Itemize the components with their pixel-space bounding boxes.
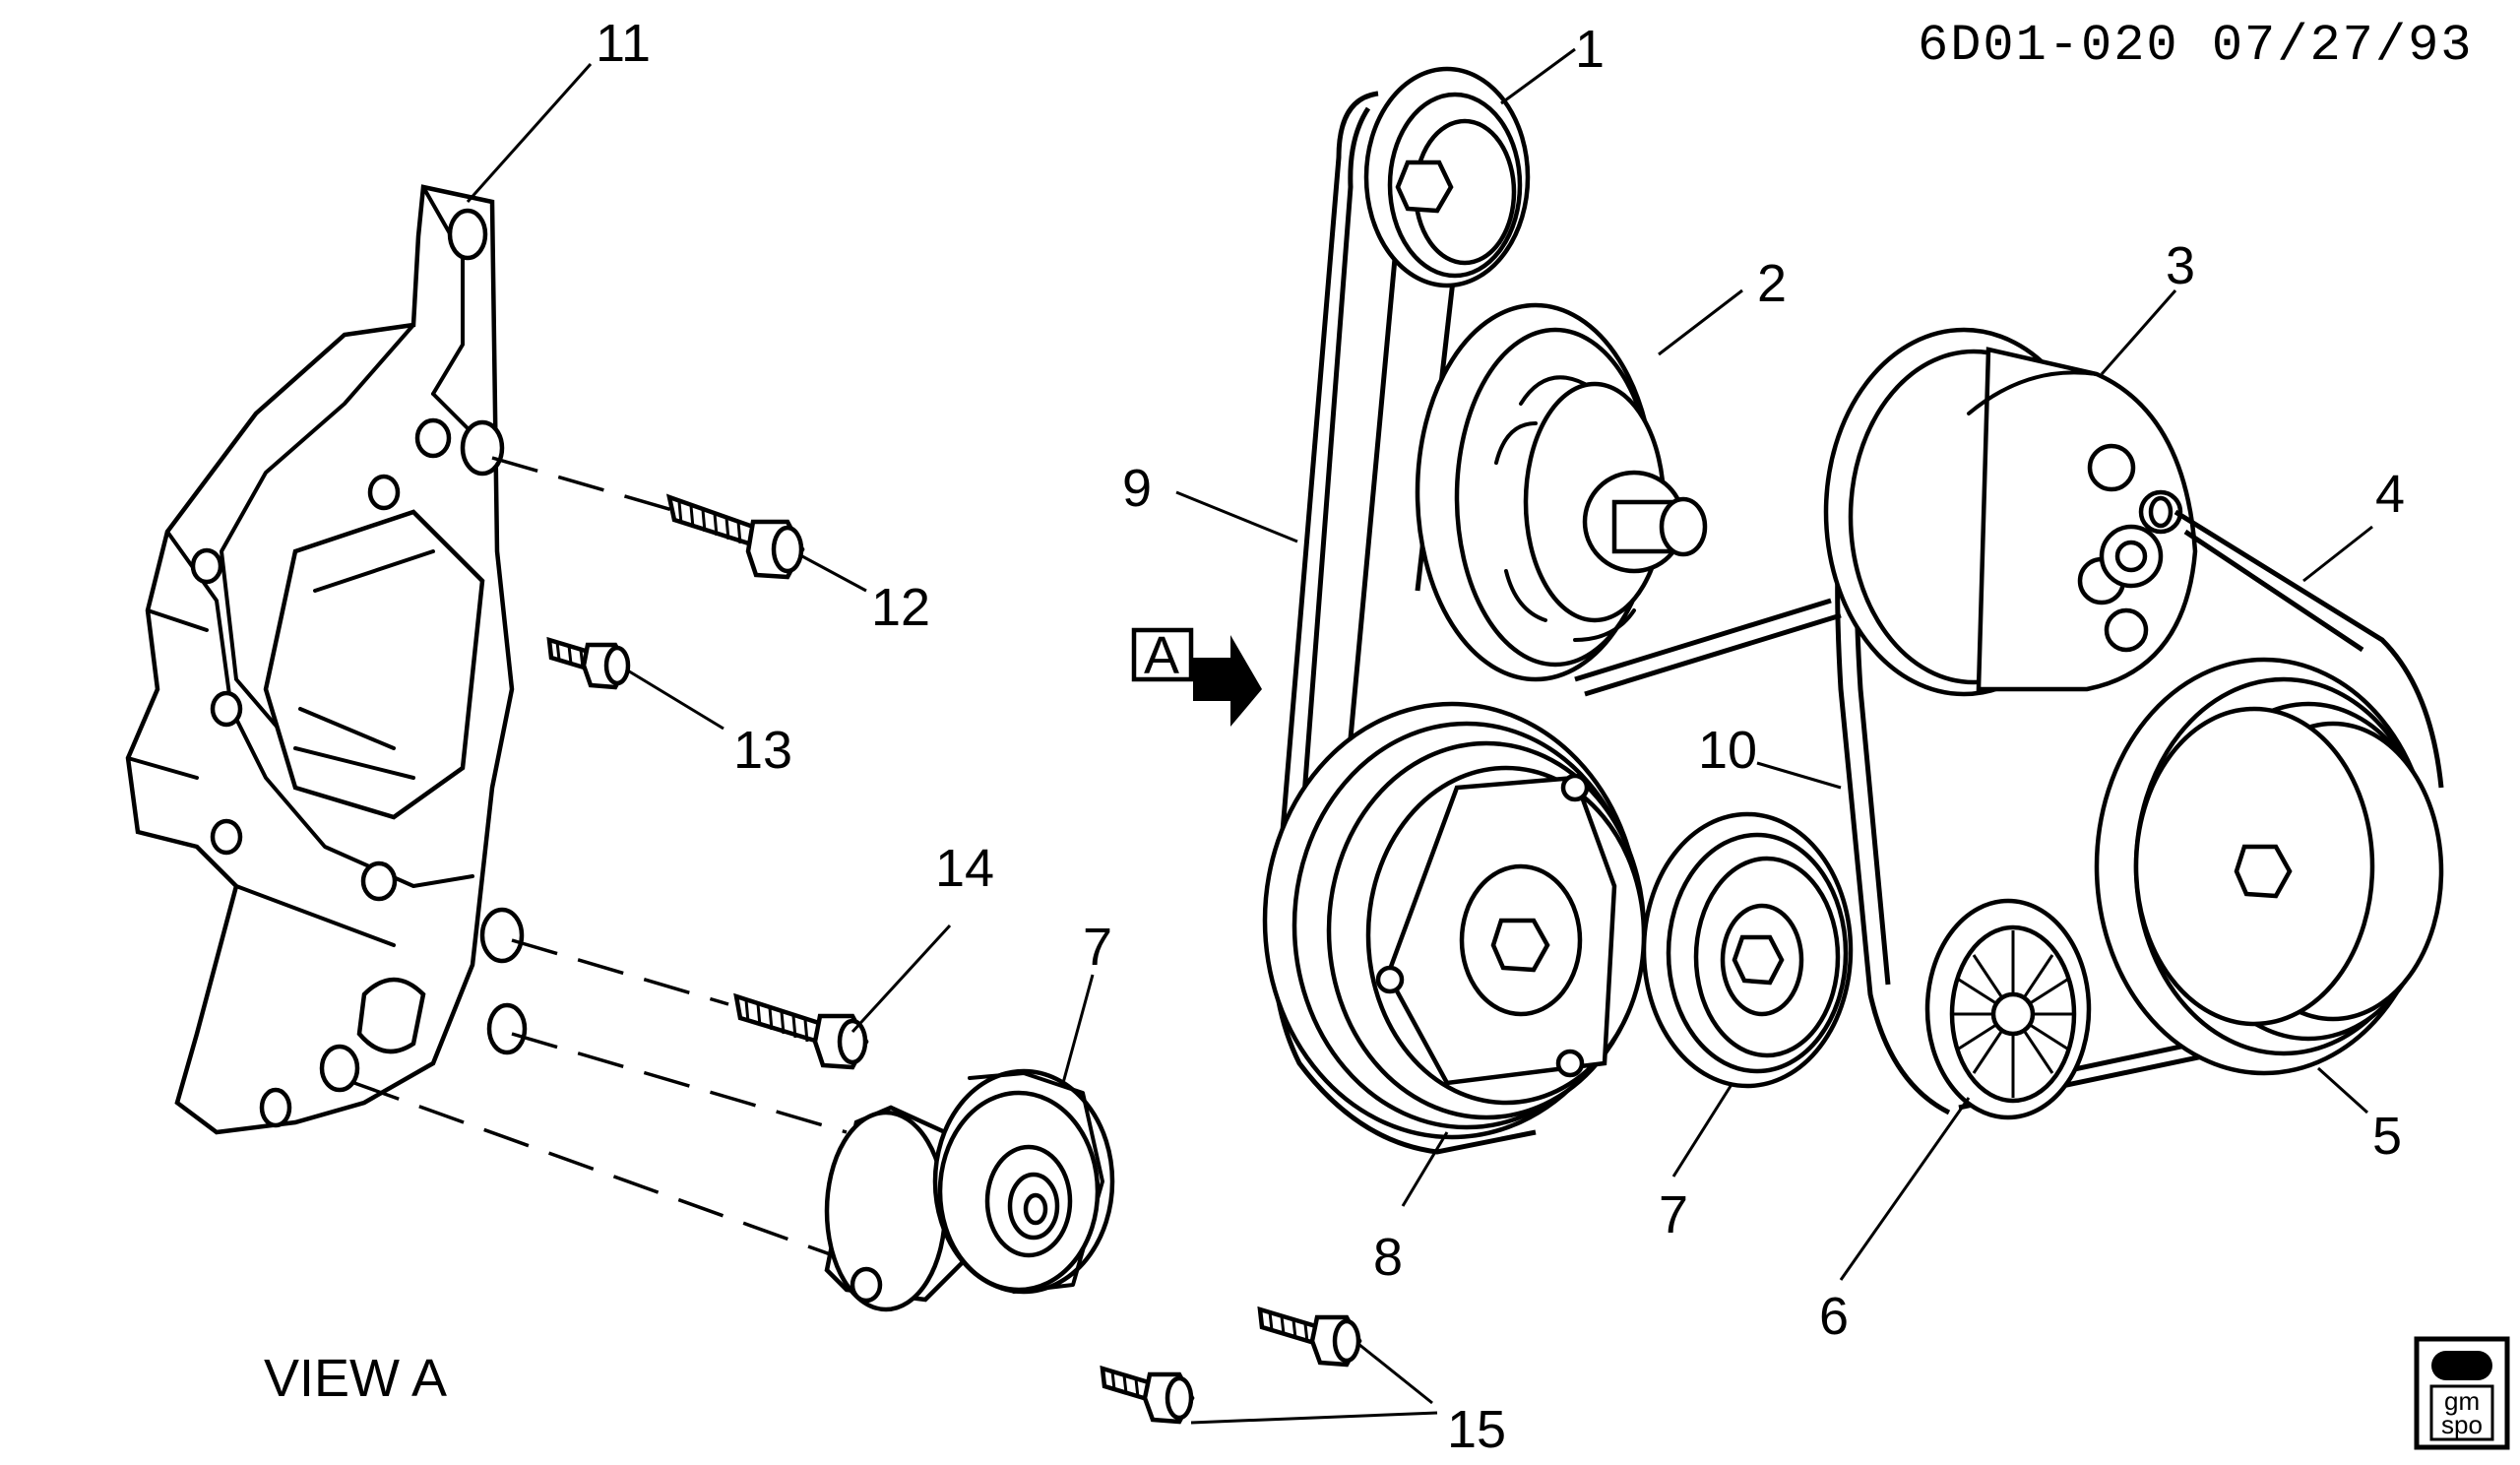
idler-pulley-7: [1641, 811, 1854, 1089]
logo-spo: spo: [2441, 1410, 2483, 1439]
ac-compressor-pulley-3: [1823, 327, 2198, 697]
callout-15: 15: [1447, 1400, 1506, 1459]
callout-12: 12: [871, 578, 930, 637]
belt-4: [2174, 509, 2444, 789]
bolt-12: [665, 493, 805, 580]
crankshaft-pulley-5: [2094, 657, 2444, 1076]
callout-8: 8: [1373, 1228, 1403, 1287]
logo-gm: gm: [2444, 1386, 2480, 1416]
callout-4: 4: [2375, 465, 2405, 524]
callout-7-right: 7: [1659, 1185, 1688, 1244]
callout-7-left: 7: [1083, 918, 1112, 977]
view-a-label: VIEW A: [264, 1349, 447, 1408]
tensioner-assembly: [824, 1068, 1115, 1312]
callout-10: 10: [1698, 721, 1757, 780]
view-a-marker-letter: A: [1144, 626, 1179, 685]
power-steering-pulley-2: [1415, 302, 1708, 682]
bolt-15-upper: [1257, 1306, 1362, 1368]
bolt-15-lower: [1100, 1365, 1195, 1425]
callout-5: 5: [2372, 1107, 2402, 1166]
spoked-pulley-6: [1924, 898, 2092, 1120]
bolt-13: [546, 636, 631, 690]
callout-9: 9: [1122, 459, 1152, 518]
leader-lines: [466, 47, 2373, 1425]
callout-14: 14: [935, 839, 994, 898]
bolt-14: [733, 992, 869, 1070]
view-a-arrow: A: [1131, 626, 1262, 727]
callout-1: 1: [1575, 20, 1605, 79]
callout-3: 3: [2166, 236, 2195, 295]
gm-spo-logo: gm spo: [2414, 1336, 2510, 1450]
idler-pulley-1: [1363, 66, 1531, 288]
callout-13: 13: [733, 721, 792, 780]
document-id: 6D01-020 07/27/93: [1918, 17, 2474, 75]
alternator-pulley-8: [1262, 701, 1647, 1140]
callout-2: 2: [1757, 254, 1787, 313]
alignment-lines: [353, 456, 848, 1262]
callout-11: 11: [596, 14, 651, 73]
callout-numbers: 1 2 3 4 5 6 7 7 8 9 10 11 12 13 14 15: [596, 14, 2405, 1459]
callout-6: 6: [1819, 1287, 1849, 1346]
mounting-bracket: [125, 184, 528, 1135]
